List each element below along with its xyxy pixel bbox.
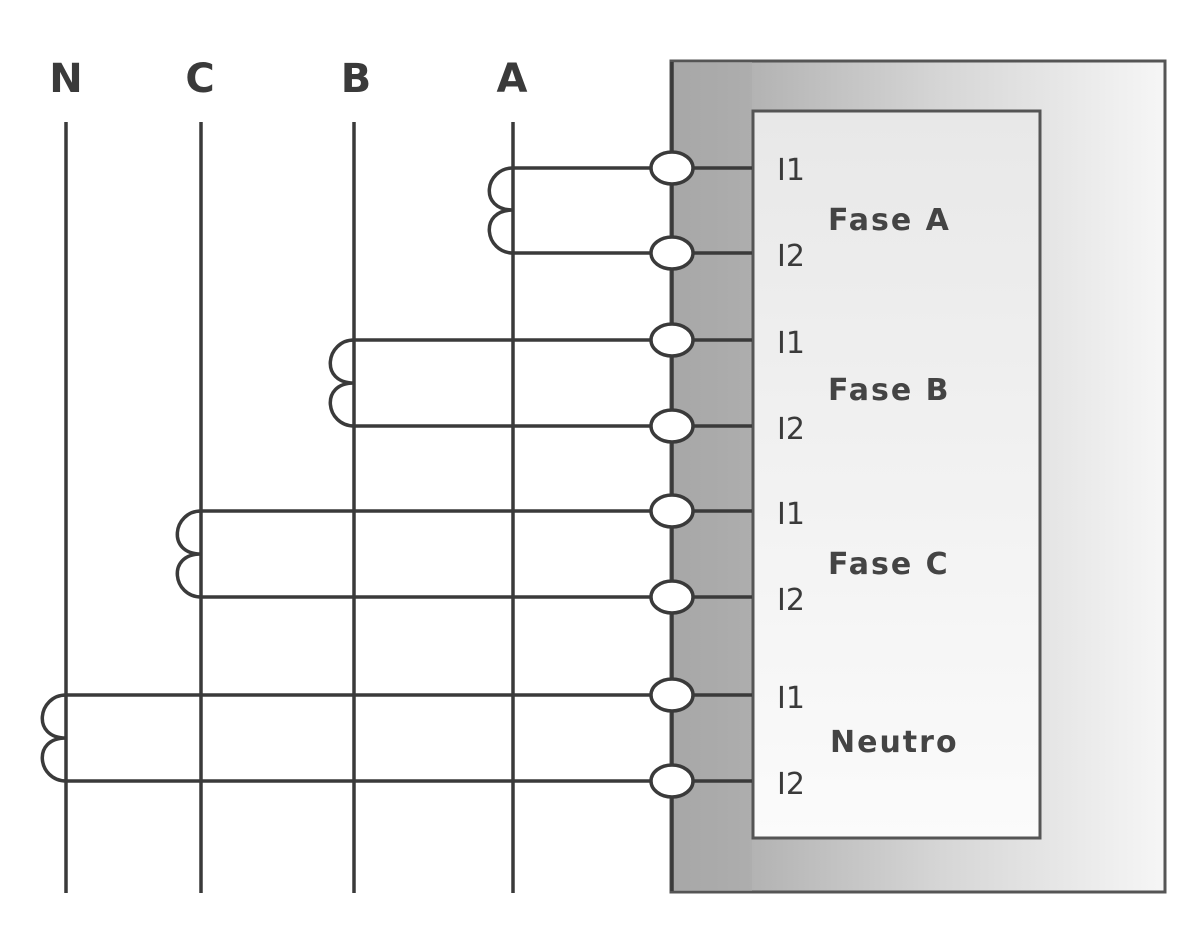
group-label-fase-b: Fase B	[828, 373, 951, 408]
meter-terminal-strip	[672, 62, 752, 891]
terminal-b-i2	[649, 408, 695, 444]
terminal-n-i2	[649, 763, 695, 799]
group-label-fase-a: Fase A	[828, 203, 951, 238]
group-fase-a: I1 I2 Fase A	[487, 150, 951, 274]
terminal-c-i1	[649, 493, 695, 529]
terminal-c-i2	[649, 579, 695, 615]
ct-a-coil-icon	[487, 166, 514, 255]
terminal-label-c-i2: I2	[777, 583, 805, 618]
terminal-b-i1	[649, 322, 695, 358]
group-label-neutro: Neutro	[830, 725, 959, 760]
terminal-label-a-i1: I1	[777, 153, 805, 188]
ct-c-coil-icon	[175, 509, 202, 599]
terminal-label-b-i1: I1	[777, 326, 805, 361]
group-label-fase-c: Fase C	[828, 547, 950, 582]
terminal-label-n-i1: I1	[777, 681, 805, 716]
terminal-a-i2	[649, 235, 695, 271]
terminal-a-i1	[649, 150, 695, 186]
terminal-label-n-i2: I2	[777, 767, 805, 802]
terminal-label-a-i2: I2	[777, 239, 805, 274]
meter-inner-box	[751, 109, 1042, 840]
group-fase-b: I1 I2 Fase B	[328, 322, 951, 447]
line-label-n: N	[49, 56, 82, 102]
line-label-c: C	[185, 56, 214, 102]
line-label-a: A	[497, 56, 528, 102]
ct-b-coil-icon	[328, 338, 355, 428]
group-neutro: I1 I2 Neutro	[40, 677, 959, 802]
terminal-label-c-i1: I1	[777, 497, 805, 532]
terminal-n-i1	[649, 677, 695, 713]
group-fase-c: I1 I2 Fase C	[175, 493, 950, 618]
terminal-label-b-i2: I2	[777, 412, 805, 447]
ct-n-coil-icon	[40, 693, 67, 783]
line-label-b: B	[341, 56, 372, 102]
